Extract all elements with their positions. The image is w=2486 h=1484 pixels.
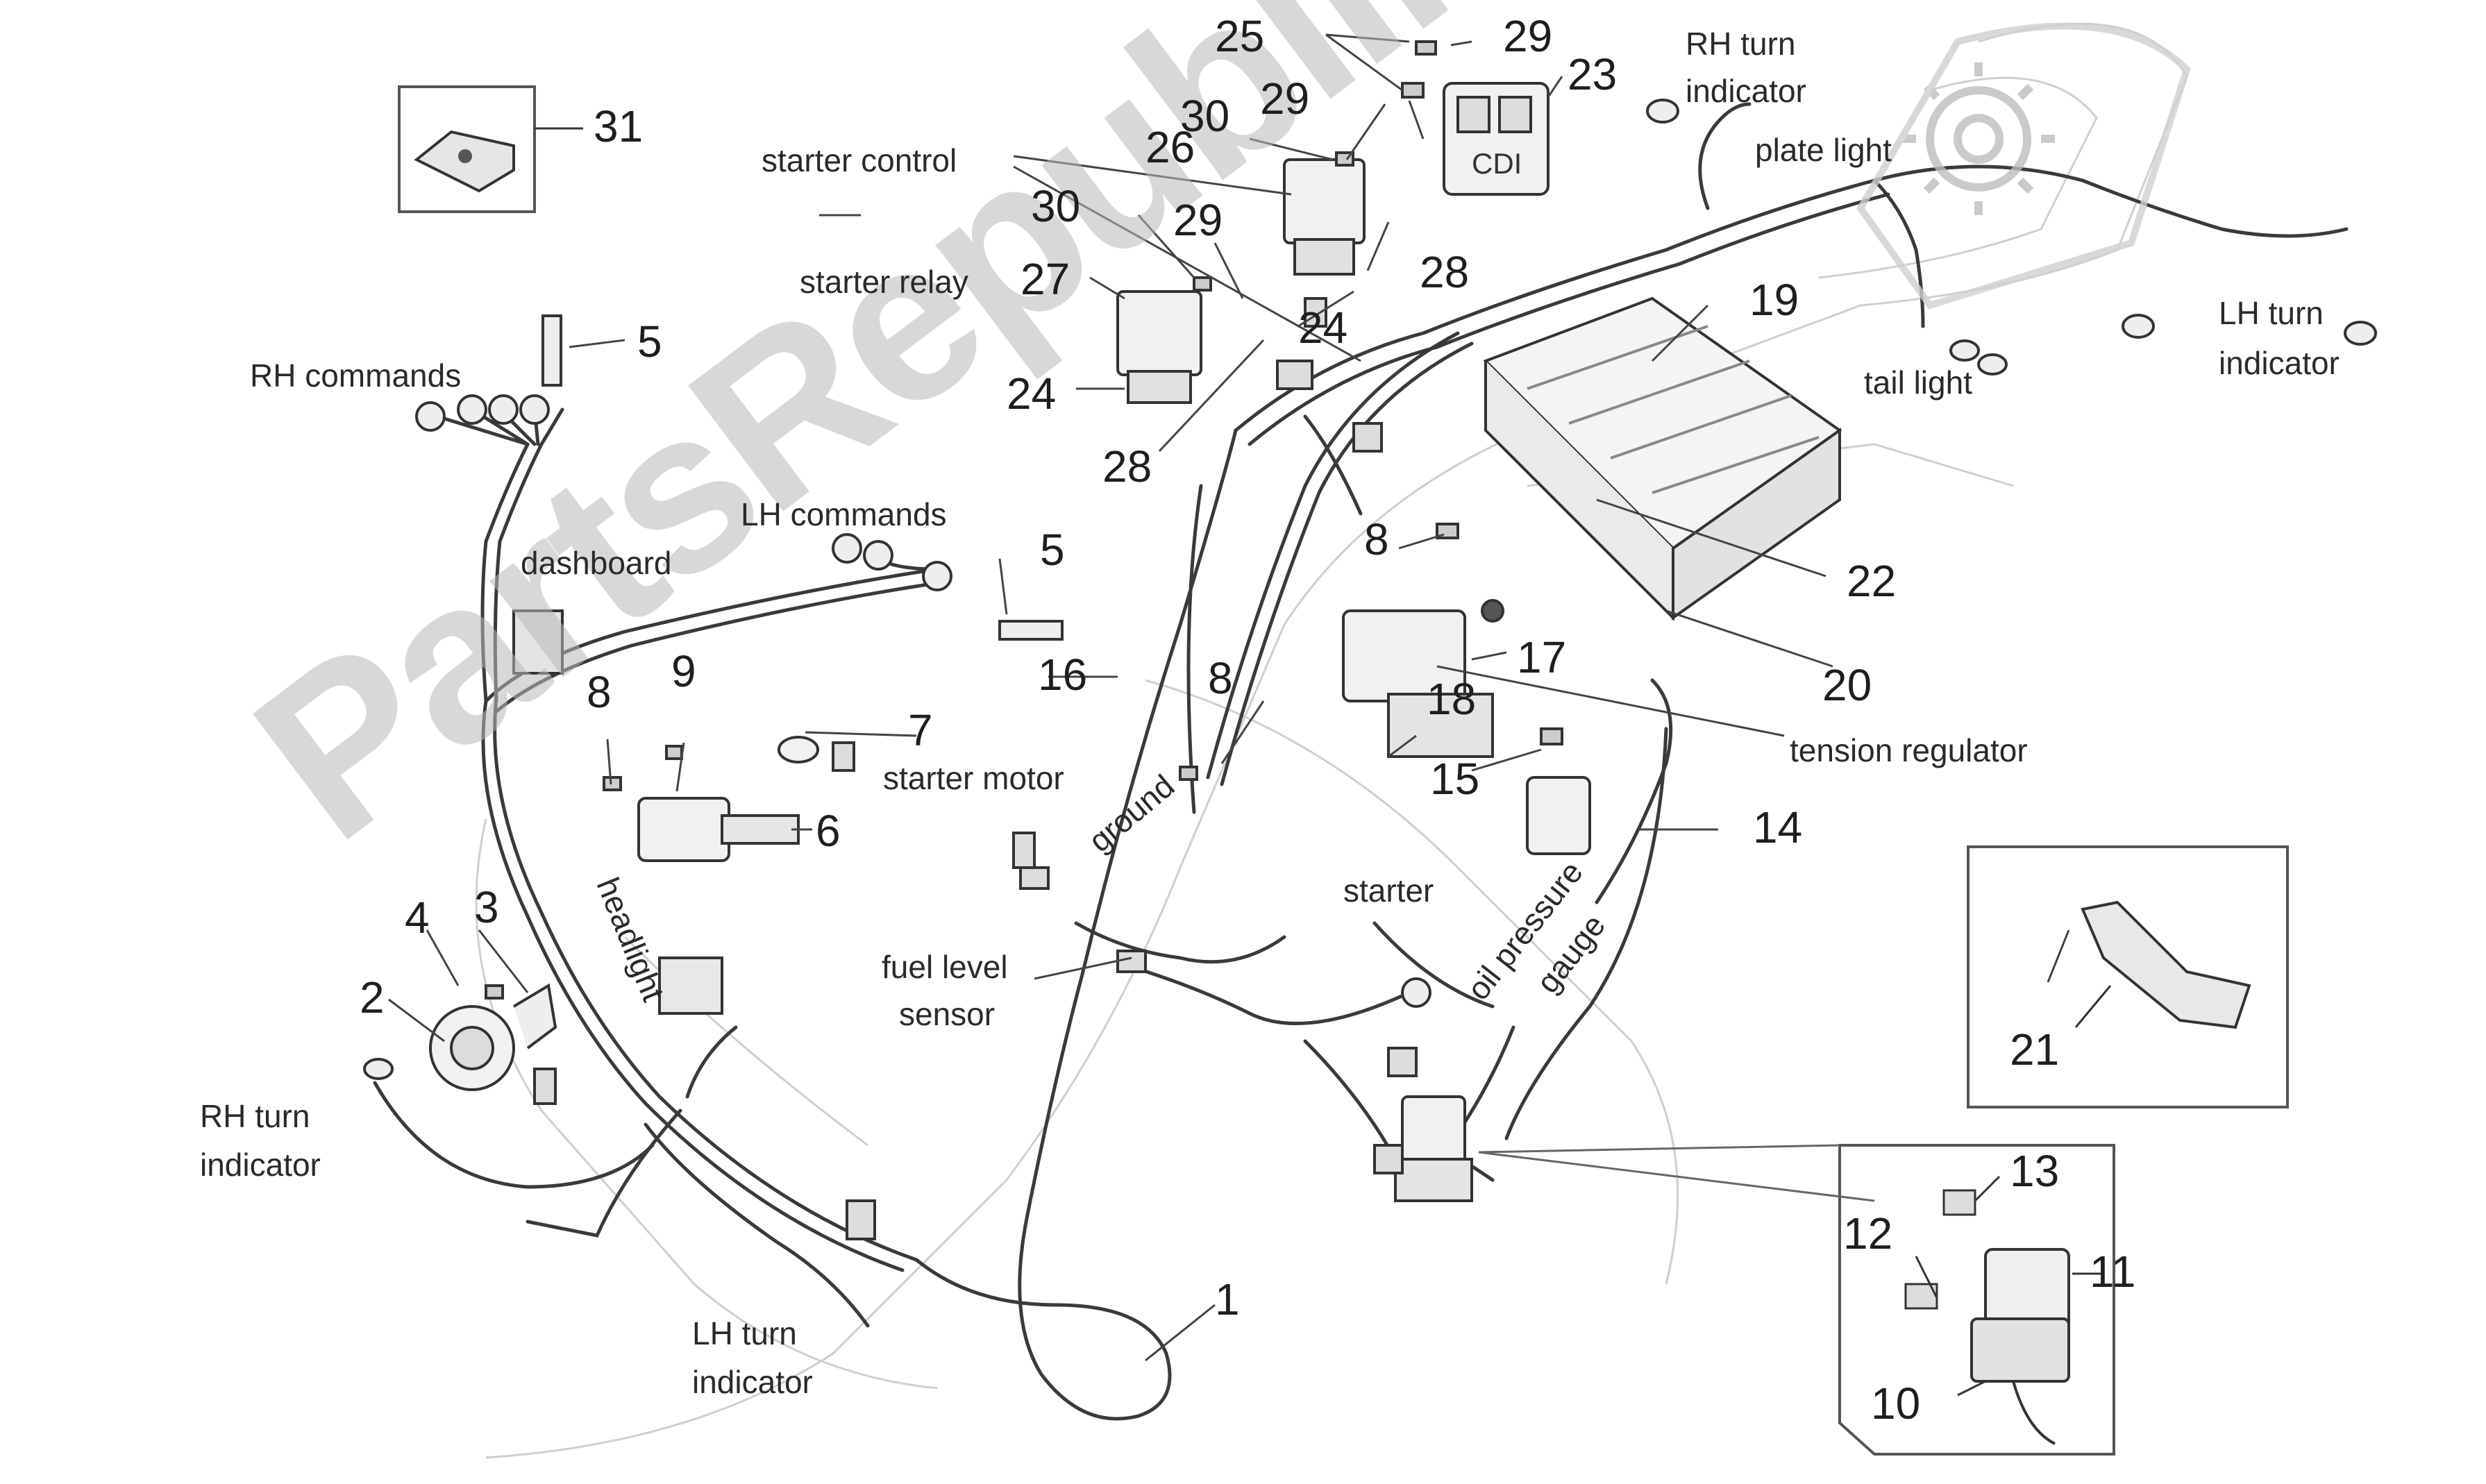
label-lh-turn-bottom-1: LH turn (692, 1315, 797, 1351)
callout-5a: 5 (637, 317, 662, 366)
callout-28b: 28 (1102, 441, 1152, 491)
label-dashboard: dashboard (521, 545, 672, 581)
label-starter: starter (1343, 872, 1434, 909)
callout-15: 15 (1430, 754, 1480, 804)
callout-24a: 24 (1298, 303, 1348, 353)
label-fuel-level-1: fuel level (882, 949, 1008, 985)
label-rh-turn-left-1: RH turn (200, 1098, 310, 1134)
label-plate-light: plate light (1755, 132, 1892, 168)
callout-29a: 29 (1503, 11, 1553, 61)
callout-25: 25 (1215, 11, 1265, 61)
callout-5b: 5 (1040, 525, 1065, 575)
label-rh-turn-top-2: indicator (1686, 73, 1806, 109)
label-rh-turn-left-2: indicator (200, 1147, 321, 1183)
part-21-box (1967, 845, 2289, 1108)
label-rh-turn-top-1: RH turn (1686, 26, 1796, 62)
label-lh-commands: LH commands (741, 496, 947, 532)
cdi-text: CDI (1472, 147, 1522, 180)
callout-20: 20 (1822, 660, 1872, 710)
label-starter-motor: starter motor (883, 760, 1064, 796)
label-starter-relay: starter relay (800, 264, 968, 300)
callout-14: 14 (1753, 802, 1803, 852)
wiring-harness (373, 102, 2349, 1421)
components: CDI (363, 40, 2377, 1240)
label-rh-commands: RH commands (250, 357, 462, 394)
callout-29b: 29 (1260, 74, 1310, 124)
callout-31: 31 (594, 101, 644, 151)
callout-28a: 28 (1420, 247, 1470, 297)
gear-watermark-icon (1856, 22, 2191, 310)
label-tension-regulator: tension regulator (1790, 732, 2028, 768)
callout-13: 13 (2010, 1146, 2060, 1196)
callout-2: 2 (360, 972, 385, 1022)
label-lh-turn-right-1: LH turn (2219, 295, 2324, 331)
callout-22: 22 (1847, 556, 1897, 606)
callout-19: 19 (1749, 275, 1799, 325)
callout-23: 23 (1568, 49, 1618, 99)
label-starter-control: starter control (762, 142, 957, 178)
callout-8b: 8 (1208, 653, 1233, 703)
label-fuel-level-2: sensor (899, 996, 996, 1032)
part-31-box (398, 85, 583, 213)
callout-3: 3 (474, 882, 499, 932)
callout-7: 7 (908, 705, 933, 755)
fuse-box-inset (1478, 1144, 2115, 1456)
leader-lines (388, 33, 2070, 1362)
callout-1: 1 (1215, 1274, 1240, 1324)
label-lh-turn-bottom-2: indicator (692, 1364, 813, 1400)
label-lh-turn-right-2: indicator (2219, 345, 2340, 381)
callout-26: 26 (1145, 122, 1195, 172)
callout-10: 10 (1871, 1378, 1921, 1428)
callout-12: 12 (1843, 1208, 1893, 1258)
callout-24b: 24 (1007, 369, 1057, 419)
callout-30b: 30 (1031, 181, 1081, 231)
callout-21: 21 (2010, 1025, 2060, 1074)
callout-9: 9 (671, 646, 696, 696)
callout-16: 16 (1038, 650, 1088, 700)
callout-8c: 8 (1364, 514, 1389, 564)
callout-30a: 30 (1180, 91, 1230, 141)
callout-29c: 29 (1173, 195, 1223, 245)
callout-11: 11 (2090, 1247, 2136, 1297)
callout-8a: 8 (587, 667, 612, 717)
callout-27: 27 (1021, 254, 1070, 304)
callout-17: 17 (1517, 632, 1567, 682)
callout-6: 6 (816, 806, 841, 856)
callout-4: 4 (405, 893, 430, 943)
label-tail-light: tail light (1864, 364, 1972, 400)
callout-18: 18 (1427, 674, 1477, 724)
